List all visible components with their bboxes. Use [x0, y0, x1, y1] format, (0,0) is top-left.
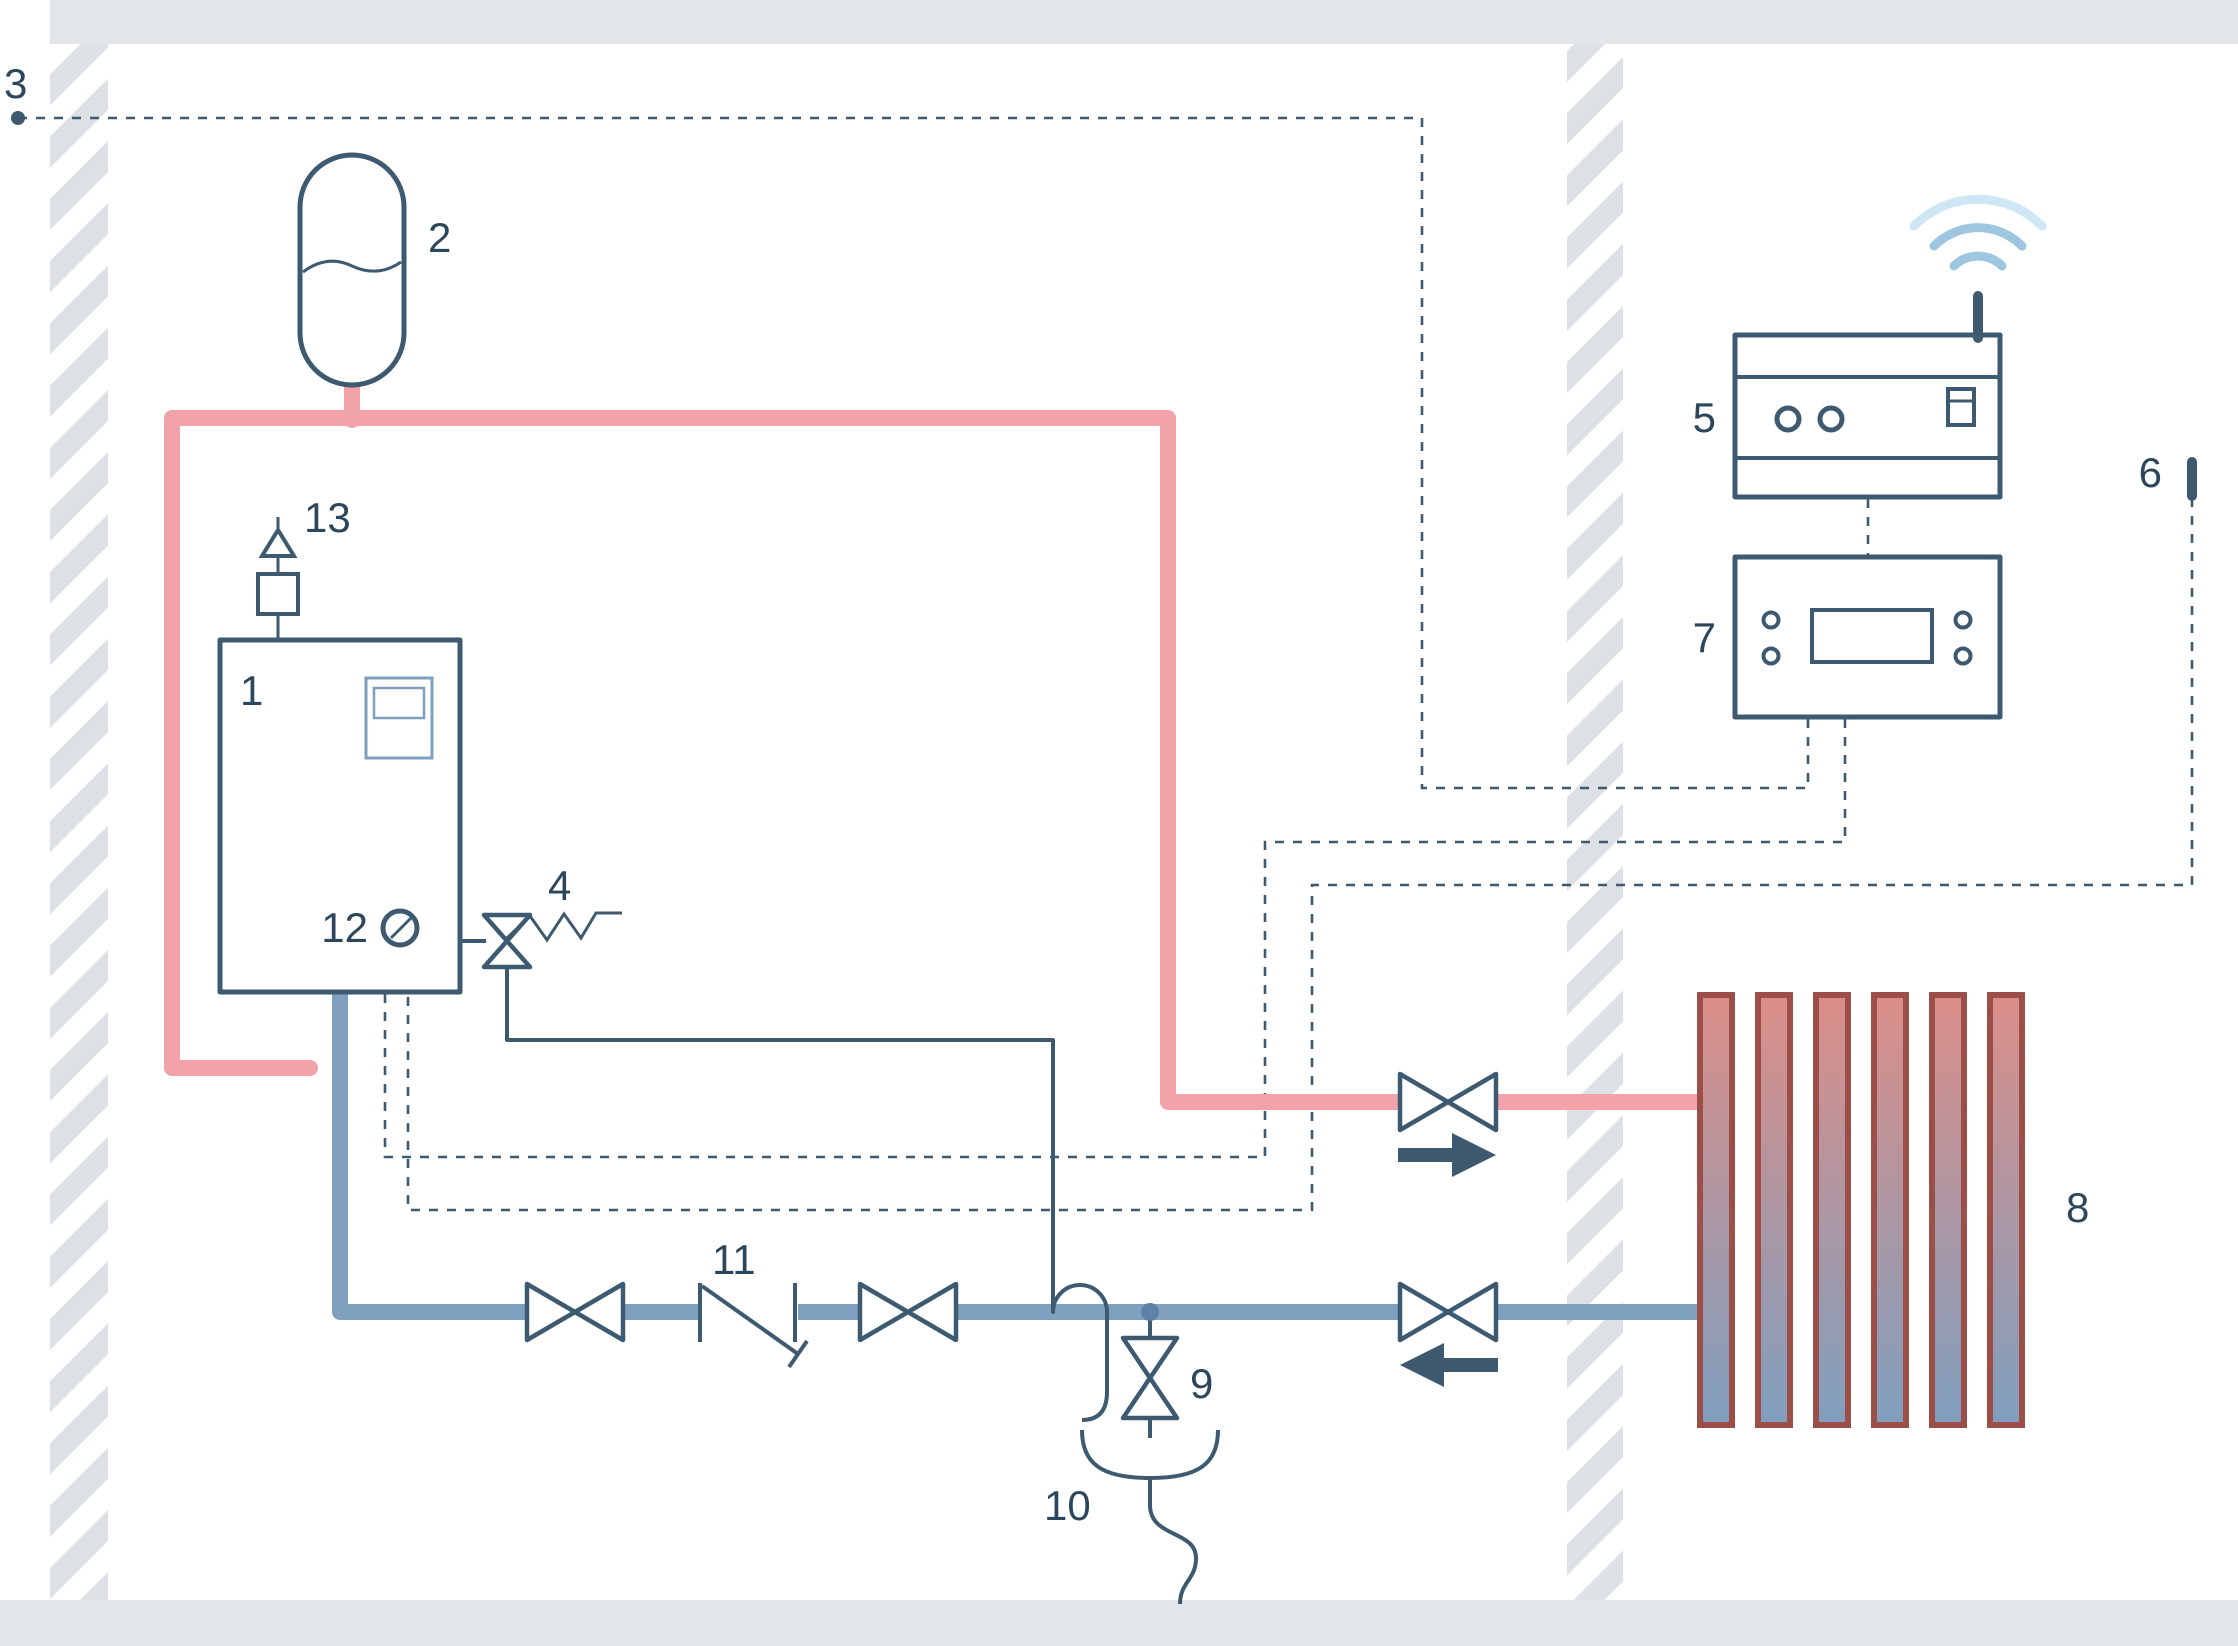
check-valve-icon [698, 1283, 809, 1369]
radiator-bar [1758, 995, 1790, 1425]
drain-valve-body [1123, 1338, 1177, 1418]
control-unit-knob [1817, 405, 1845, 433]
vessel-body [297, 152, 407, 388]
outdoor-sensor-dot [11, 111, 25, 125]
label-boiler: 1 [240, 667, 263, 714]
room-thermostat [1732, 554, 2003, 720]
radiator-bar [1700, 995, 1732, 1425]
label-air-vent: 13 [304, 494, 351, 541]
thermostat-button [1953, 646, 1973, 666]
label-radiator: 8 [2066, 1184, 2089, 1231]
wifi-icon-arc-middle [1929, 223, 2027, 251]
label-safety-valve: 4 [548, 862, 571, 909]
drain-valve-icon [1123, 1303, 1177, 1438]
return-shutoff-valve-2 [858, 1281, 958, 1343]
label-control-unit: 5 [1693, 394, 1716, 441]
check-valve-flap [700, 1284, 800, 1356]
safety-valve-icon [460, 911, 622, 970]
boiler [217, 637, 463, 995]
label-room-sensor: 6 [2139, 449, 2162, 496]
thermostat-cable [383, 719, 1847, 1159]
discharge-pipe [505, 967, 1109, 1422]
label-drain-valve: 9 [1190, 1360, 1213, 1407]
return-arrow-left [1400, 1343, 1498, 1387]
control-unit-knob [1774, 405, 1802, 433]
air-vent-cap [258, 526, 298, 558]
label-check-valve: 11 [712, 1236, 756, 1283]
outdoor-sensor-cable [18, 116, 1810, 790]
expansion-vessel [297, 152, 407, 388]
boiler-display-screen [372, 686, 426, 720]
radiator-bar [1932, 995, 1964, 1425]
thermostat-button [1761, 610, 1781, 630]
vessel-membrane [302, 259, 402, 274]
drain-trap [1148, 1478, 1198, 1605]
cold-return-pipe [332, 984, 1708, 1320]
radiator-supply-valve [1398, 1071, 1498, 1133]
wall-top [50, 0, 2238, 44]
radiator-bar [1990, 995, 2022, 1425]
label-outdoor-sensor: 3 [4, 60, 27, 107]
wifi-icon-arc-inner [1949, 251, 2007, 271]
return-shutoff-valve-1 [525, 1281, 625, 1343]
wifi-icon-arc-outer [1909, 194, 2047, 231]
wall-bottom [0, 1600, 2238, 1646]
air-vent-body [256, 572, 300, 616]
thermostat-display [1810, 608, 1934, 664]
label-room-thermostat: 7 [1693, 614, 1716, 661]
radiator-bar [1874, 995, 1906, 1425]
label-expansion-vessel: 2 [428, 214, 451, 261]
flow-arrow-right [1398, 1133, 1496, 1177]
control-unit [1732, 194, 2047, 500]
label-discharge-funnel: 10 [1044, 1482, 1091, 1529]
control-unit-connector [1946, 387, 1976, 427]
pipe-junction-dot [1141, 1303, 1159, 1321]
radiator-return-valve [1398, 1281, 1498, 1343]
wall-left-hatched [50, 44, 108, 1600]
air-vent-icon [256, 517, 300, 640]
safety-valve-spring [505, 911, 622, 943]
pressure-gauge-needle [389, 916, 413, 940]
label-pressure-gauge: 12 [321, 904, 368, 951]
control-cables [18, 116, 2194, 1212]
room-sensor-cable [406, 498, 2194, 1212]
pipes [164, 374, 1708, 1320]
radiator [1700, 995, 2022, 1425]
hot-supply-pipe [164, 410, 1708, 1110]
check-valve-foot [787, 1339, 809, 1369]
labels: 1 2 3 4 5 6 7 8 9 10 11 12 13 [4, 60, 2162, 1529]
thermostat-button [1761, 646, 1781, 666]
wall-divider-hatched [1567, 44, 1623, 1600]
thermostat-button [1953, 610, 1973, 630]
radiator-bar [1816, 995, 1848, 1425]
